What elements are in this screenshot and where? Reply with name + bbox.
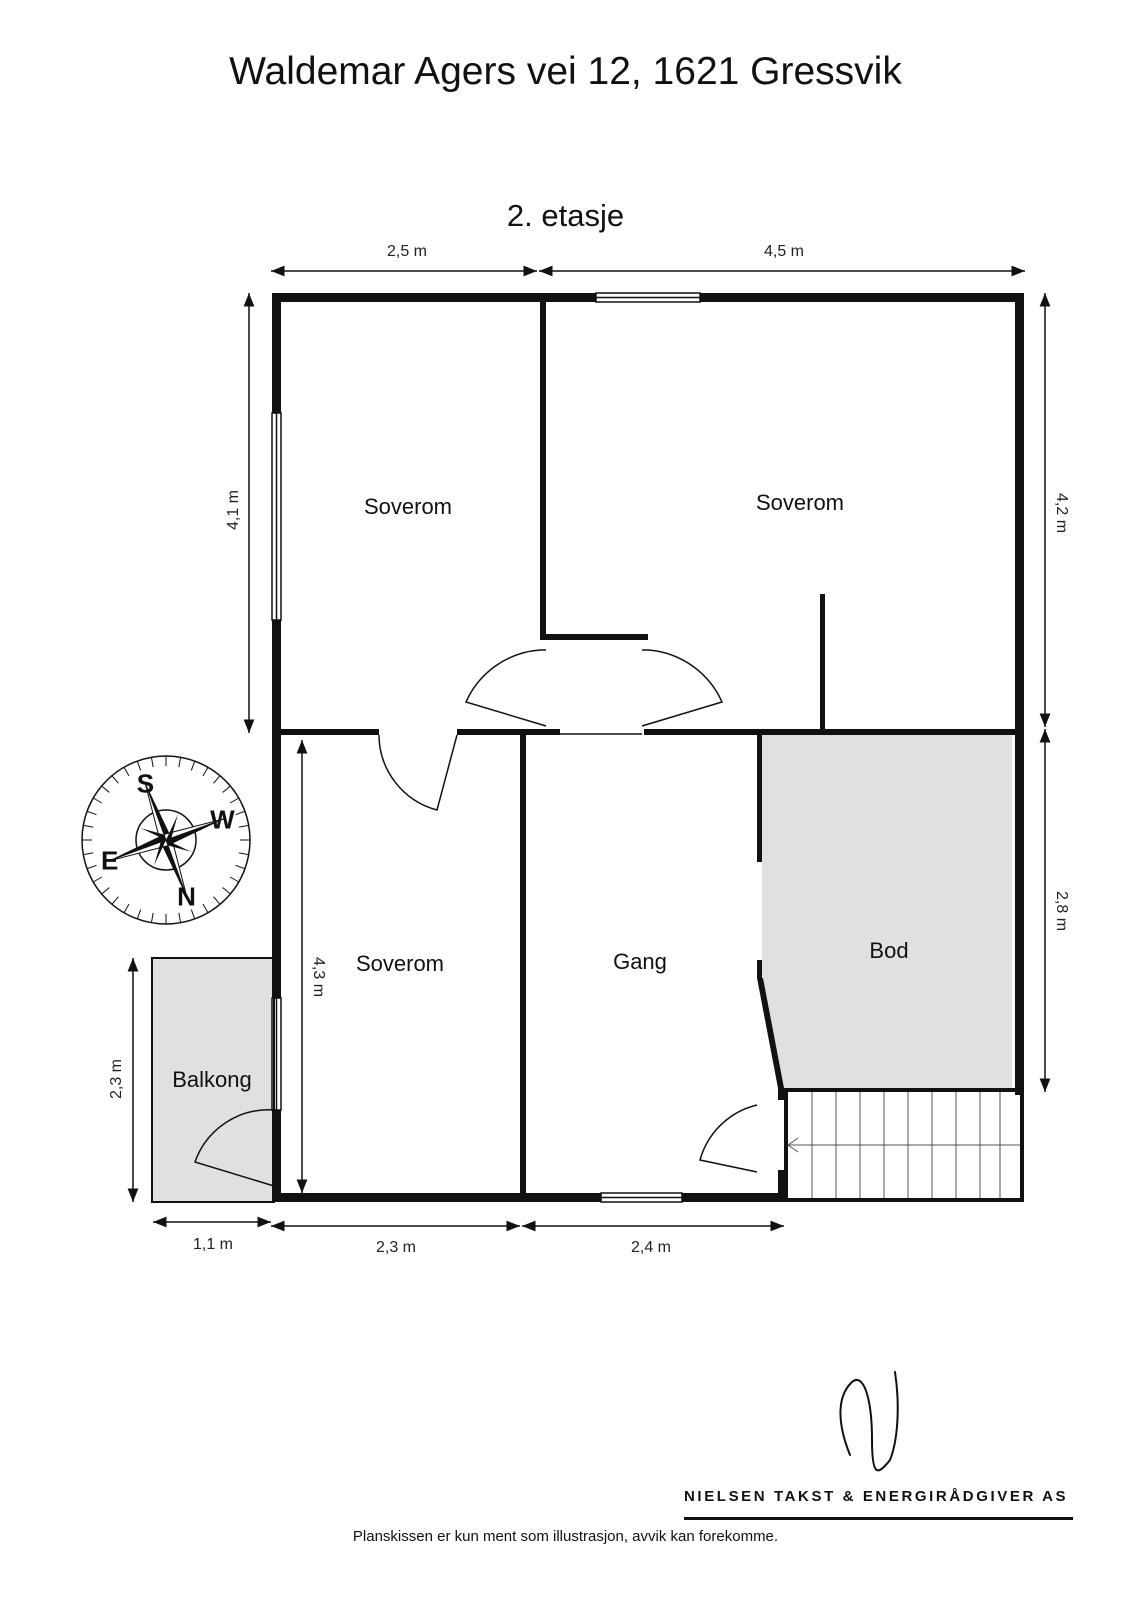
room-label-soverom-top-left: Soverom — [364, 494, 452, 519]
doors — [194, 649, 758, 1187]
dim-bottom-middle: 2,3 m — [376, 1239, 416, 1256]
compass-letter-w: W — [210, 804, 235, 834]
company-name: NIELSEN TAKST & ENERGIRÅDGIVER AS — [684, 1488, 1069, 1505]
compass-letter-e: E — [101, 846, 118, 876]
room-label-gang: Gang — [613, 949, 667, 974]
balkong-fill — [151, 957, 275, 1203]
dim-bottom-balkong: 1,1 m — [193, 1236, 233, 1253]
dim-left-upper: 4,1 m — [225, 490, 242, 530]
dim-right-upper: 4,2 m — [1053, 493, 1070, 533]
dim-right-lower: 2,8 m — [1053, 891, 1070, 931]
address-title: Waldemar Agers vei 12, 1621 Gressvik — [229, 50, 902, 93]
dim-top-left: 2,5 m — [387, 243, 427, 260]
logo-monogram — [839, 1371, 899, 1472]
disclaimer-text: Planskissen er kun ment som illustrasjon… — [352, 1528, 779, 1545]
dim-bottom-right: 2,4 m — [631, 1239, 671, 1256]
stairs — [787, 1092, 1020, 1198]
room-label-soverom-bottom: Soverom — [356, 951, 444, 976]
interior-walls — [281, 302, 1024, 1198]
floor-title: 2. etasje — [506, 198, 625, 233]
logo-underline — [684, 1517, 1073, 1520]
bod-fill — [762, 734, 1012, 1088]
dim-inner-left: 4,3 m — [310, 957, 327, 997]
compass-star — [107, 781, 225, 899]
dim-balkong-height: 2,3 m — [108, 1059, 125, 1099]
compass-letter-n: N — [177, 881, 196, 911]
windows — [271, 292, 701, 1203]
dimension-lines — [127, 265, 1051, 1232]
compass-inner-ring — [135, 809, 197, 871]
room-label-bod: Bod — [869, 938, 908, 963]
compass-rose: S N E W — [81, 755, 251, 925]
compass-letter-s: S — [137, 769, 154, 799]
room-label-balkong: Balkong — [172, 1067, 252, 1092]
outer-walls — [272, 293, 1024, 1202]
room-label-soverom-top-right: Soverom — [756, 490, 844, 515]
compass-ticks — [82, 756, 250, 924]
dim-top-right: 4,5 m — [764, 243, 804, 260]
